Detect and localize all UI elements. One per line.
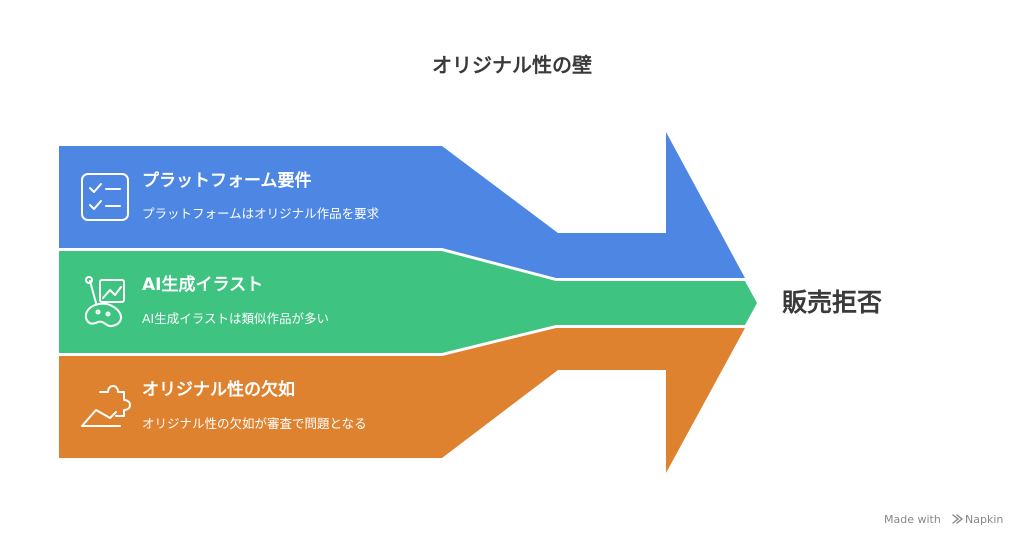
band-ai-illustration: AI生成イラスト AI生成イラストは類似作品が多い — [59, 251, 757, 353]
band-heading: プラットフォーム要件 — [142, 170, 312, 191]
band-lack-of-originality: オリジナル性の欠如 オリジナル性の欠如が審査で問題となる — [59, 328, 745, 473]
paint-palette-icon — [84, 276, 125, 328]
band-description: オリジナル性の欠如が審査で問題となる — [142, 416, 367, 431]
result-label: 販売拒否 — [782, 288, 882, 317]
band-heading: オリジナル性の欠如 — [142, 379, 295, 400]
band-shape-green — [59, 251, 757, 353]
band-platform-requirements: プラットフォーム要件 プラットフォームはオリジナル作品を要求 — [59, 132, 745, 278]
watermark-brand: Napkin — [965, 513, 1003, 526]
puzzle-hand-icon — [81, 385, 131, 427]
band-description: プラットフォームはオリジナル作品を要求 — [142, 206, 380, 221]
watermark: Made with Napkin — [884, 513, 1003, 526]
band-description: AI生成イラストは類似作品が多い — [142, 311, 329, 326]
band-heading: AI生成イラスト — [142, 274, 263, 295]
band-shape-blue — [59, 132, 745, 278]
band-shape-orange-body — [59, 328, 745, 473]
napkin-logo-icon — [952, 514, 964, 524]
checklist-icon — [81, 173, 129, 221]
diagram-title: オリジナル性の壁 — [432, 53, 592, 77]
watermark-prefix: Made with — [884, 513, 941, 526]
